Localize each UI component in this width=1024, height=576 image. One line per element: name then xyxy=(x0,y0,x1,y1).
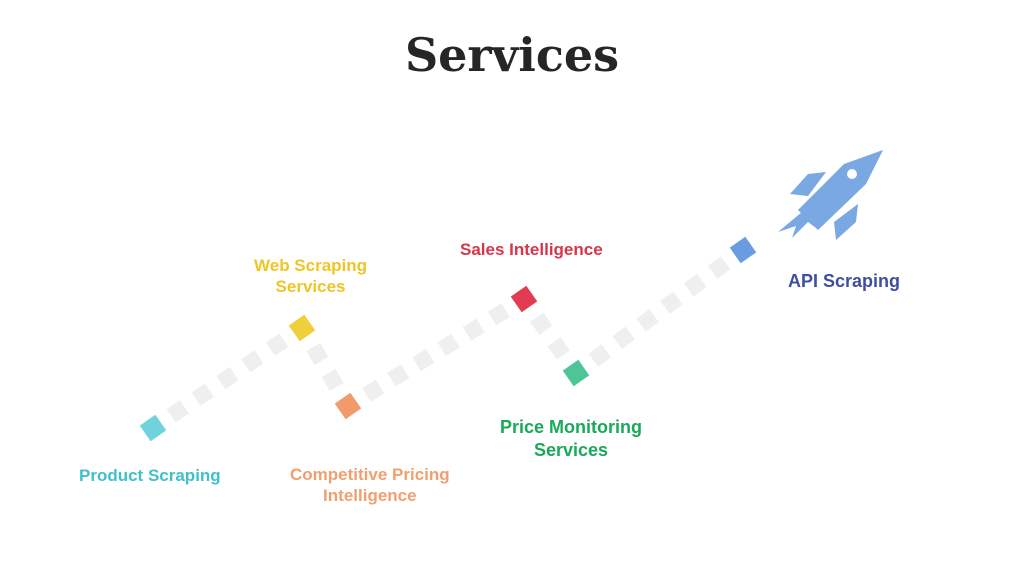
path-dot xyxy=(191,383,214,406)
label-competitive-pricing-intelligence: Competitive Pricing Intelligence xyxy=(290,464,450,506)
path-dot xyxy=(412,349,435,372)
label-api-scraping: API Scraping xyxy=(788,271,900,292)
marker-api xyxy=(729,236,757,264)
path-dot xyxy=(321,369,344,391)
rocket-body xyxy=(798,150,883,230)
label-product-scraping: Product Scraping xyxy=(79,465,221,486)
label-line: Product Scraping xyxy=(79,466,221,485)
rocket-fin-upper xyxy=(790,172,826,196)
path-dot xyxy=(707,256,731,279)
path-dot xyxy=(684,273,707,297)
path-dot xyxy=(547,337,570,360)
label-line: Web Scraping xyxy=(254,256,368,275)
path-dot xyxy=(362,379,385,402)
label-web-scraping-services: Web Scraping Services xyxy=(254,255,367,297)
rocket-icon xyxy=(778,150,883,240)
path-dot xyxy=(660,291,683,314)
path-dot xyxy=(530,312,553,335)
path-dot xyxy=(636,309,659,332)
rocket-flame xyxy=(778,212,816,238)
marker-product xyxy=(139,414,167,442)
path-dot xyxy=(588,344,612,367)
path-dot xyxy=(306,343,329,365)
label-line: Competitive Pricing xyxy=(290,465,450,484)
marker-web xyxy=(288,314,316,342)
path-dot xyxy=(462,318,485,341)
path-dots xyxy=(166,256,731,423)
rocket-fin-lower xyxy=(834,204,858,240)
label-line: Intelligence xyxy=(323,486,417,505)
label-line: API Scraping xyxy=(788,271,901,291)
path-dot xyxy=(437,333,460,356)
label-line: Services xyxy=(533,440,609,460)
path-dot xyxy=(387,364,410,387)
label-line: Sales Intelligence xyxy=(460,240,603,259)
path-dot xyxy=(266,333,289,356)
page-title: Services xyxy=(404,28,620,82)
path-dot xyxy=(166,400,189,423)
marker-competitive xyxy=(334,392,362,420)
label-sales-intelligence: Sales Intelligence xyxy=(460,239,603,260)
milestone-markers xyxy=(139,236,757,442)
marker-price xyxy=(562,359,590,387)
path-dot xyxy=(241,350,264,373)
label-line: Services xyxy=(275,277,346,296)
path-dot xyxy=(216,366,239,390)
path-dot xyxy=(487,303,510,326)
label-line: Price Monitoring xyxy=(500,417,643,437)
marker-sales xyxy=(510,285,538,313)
label-price-monitoring-services: Price Monitoring Services xyxy=(500,416,642,462)
path-dot xyxy=(612,326,635,350)
